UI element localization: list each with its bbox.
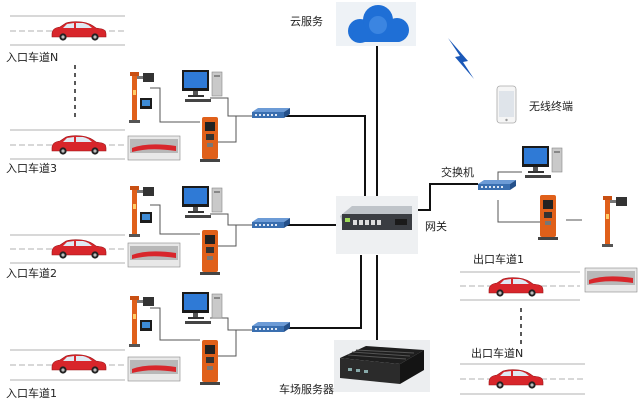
entry-lane-2-label: 入口车道2 bbox=[6, 267, 57, 280]
cloud-service-label: 云服务 bbox=[290, 15, 323, 28]
camera-pole-icon bbox=[129, 186, 154, 237]
computer-icon bbox=[181, 291, 223, 325]
network-links bbox=[283, 45, 478, 340]
gateway-icon bbox=[336, 196, 418, 254]
car-icon bbox=[51, 21, 107, 42]
barrier-icon bbox=[584, 267, 638, 293]
barrier-icon bbox=[127, 356, 181, 382]
entry-lane-n-label: 入口车道N bbox=[6, 51, 59, 64]
gateway-label: 网关 bbox=[425, 220, 447, 233]
exit-lane-n-label: 出口车道N bbox=[471, 347, 524, 360]
switch-label: 交换机 bbox=[441, 166, 474, 179]
cloud-icon bbox=[336, 2, 416, 46]
car-icon bbox=[51, 135, 107, 156]
display-screen-icon bbox=[140, 212, 152, 223]
barrier-icon bbox=[127, 135, 181, 161]
car-icon bbox=[488, 277, 544, 298]
entry-lane-1-label: 入口车道1 bbox=[6, 387, 57, 400]
car-icon bbox=[488, 369, 544, 390]
computer-icon bbox=[181, 185, 223, 219]
display-screen-icon bbox=[140, 98, 152, 109]
barrier-icon bbox=[127, 242, 181, 268]
exit-lane-roads bbox=[460, 271, 585, 395]
car-icon bbox=[51, 239, 107, 260]
switch-icon bbox=[252, 218, 290, 228]
parking-server-label: 车场服务器 bbox=[279, 383, 334, 396]
computer-icon bbox=[181, 69, 223, 103]
camera-pole-icon bbox=[129, 72, 154, 123]
car-icon bbox=[51, 354, 107, 375]
display-screen-icon bbox=[140, 320, 152, 331]
switch-icon bbox=[252, 108, 290, 118]
camera-pole-icon bbox=[602, 196, 627, 247]
exit-lane-1-label: 出口车道1 bbox=[473, 253, 524, 266]
switch-icon bbox=[478, 180, 516, 190]
phone-icon bbox=[496, 85, 517, 124]
server-icon bbox=[334, 340, 430, 392]
entry-lane-roads bbox=[10, 15, 125, 381]
wireless-terminal-label: 无线终端 bbox=[529, 100, 573, 113]
kiosk-icon bbox=[200, 230, 220, 275]
kiosk-icon bbox=[200, 117, 220, 162]
entry-lane-3-label: 入口车道3 bbox=[6, 162, 57, 175]
computer-icon bbox=[521, 145, 563, 179]
kiosk-icon bbox=[200, 340, 220, 385]
kiosk-icon bbox=[538, 195, 558, 240]
lightning-icon bbox=[448, 38, 474, 79]
switch-icon bbox=[252, 322, 290, 332]
